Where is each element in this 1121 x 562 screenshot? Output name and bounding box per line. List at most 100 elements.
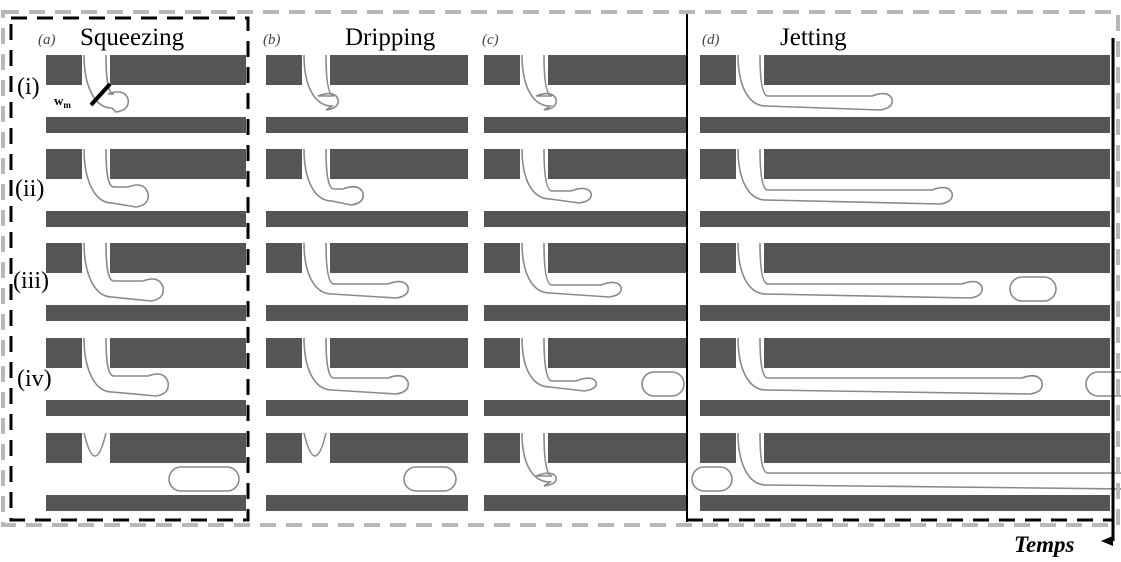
upper-wall-right bbox=[548, 338, 686, 368]
fluid-interface bbox=[83, 148, 150, 208]
upper-wall-right bbox=[110, 243, 246, 273]
lower-wall bbox=[700, 117, 1110, 133]
upper-wall-left bbox=[266, 55, 302, 85]
fluid-interface bbox=[303, 432, 327, 457]
lower-wall bbox=[484, 400, 686, 416]
upper-wall-right bbox=[548, 433, 686, 463]
upper-wall-left bbox=[484, 149, 520, 179]
upper-wall-left bbox=[700, 149, 736, 179]
fluid-interface bbox=[521, 148, 593, 204]
fluid-interface bbox=[737, 54, 894, 111]
fluid-interface bbox=[83, 337, 170, 397]
upper-wall-left bbox=[266, 338, 302, 368]
lower-wall bbox=[266, 495, 468, 511]
upper-wall-left bbox=[484, 243, 520, 273]
row-label-iii: (iii) bbox=[13, 268, 49, 294]
fluid-interface bbox=[521, 54, 558, 111]
lower-wall bbox=[266, 305, 468, 321]
upper-wall-right bbox=[330, 433, 468, 463]
upper-wall-right bbox=[548, 149, 686, 179]
droplet bbox=[1085, 371, 1121, 397]
upper-wall-right bbox=[330, 243, 468, 273]
fluid-interface bbox=[521, 337, 598, 392]
upper-wall-right bbox=[330, 55, 468, 85]
fluid-interface bbox=[521, 242, 623, 298]
upper-wall-left bbox=[700, 338, 736, 368]
lower-wall bbox=[46, 117, 246, 133]
fluid-interface bbox=[83, 242, 165, 302]
fluid-interface bbox=[303, 337, 410, 395]
upper-wall-left bbox=[46, 243, 82, 273]
panel-b-letter: (b) bbox=[263, 32, 281, 48]
fluid-interface bbox=[737, 337, 1044, 395]
upper-wall-left bbox=[266, 433, 302, 463]
panel-a-title: Squeezing bbox=[80, 24, 185, 51]
upper-wall-left bbox=[700, 243, 736, 273]
upper-wall-left bbox=[46, 149, 82, 179]
droplet bbox=[691, 466, 733, 492]
upper-wall-right bbox=[764, 149, 1110, 179]
upper-wall-left bbox=[484, 55, 520, 85]
fluid-interface bbox=[737, 148, 954, 205]
upper-wall-left bbox=[700, 55, 736, 85]
upper-wall-right bbox=[764, 338, 1110, 368]
fluid-interface bbox=[737, 432, 1121, 490]
upper-wall-right bbox=[764, 433, 1110, 463]
upper-wall-left bbox=[484, 433, 520, 463]
upper-wall-right bbox=[110, 55, 246, 85]
panel-d-title: Jetting bbox=[780, 24, 847, 51]
upper-wall-left bbox=[266, 149, 302, 179]
row-label-iv: (iv) bbox=[17, 366, 52, 392]
upper-wall-right bbox=[110, 433, 246, 463]
upper-wall-right bbox=[548, 243, 686, 273]
panel-a-letter: (a) bbox=[38, 32, 56, 48]
fluid-interface bbox=[83, 432, 107, 457]
lower-wall bbox=[484, 495, 686, 511]
upper-wall-right bbox=[764, 243, 1110, 273]
upper-wall-left bbox=[46, 338, 82, 368]
panel-d-letter: (d) bbox=[702, 32, 720, 48]
lower-wall bbox=[484, 305, 686, 321]
simulation-frames bbox=[46, 54, 1121, 511]
time-label: Temps bbox=[1014, 532, 1075, 557]
upper-wall-right bbox=[110, 338, 246, 368]
droplet bbox=[168, 466, 240, 492]
fluid-interface bbox=[303, 242, 410, 299]
lower-wall bbox=[484, 117, 686, 133]
outer-dashed-frame bbox=[1, 10, 1120, 527]
channel-width-label: wm bbox=[54, 93, 71, 110]
upper-wall-left bbox=[46, 55, 82, 85]
lower-wall bbox=[700, 305, 1110, 321]
droplet bbox=[1009, 276, 1057, 302]
lower-wall bbox=[46, 211, 246, 227]
fluid-interface bbox=[303, 54, 340, 111]
upper-wall-right bbox=[330, 338, 468, 368]
panel-c-letter: (c) bbox=[482, 32, 499, 48]
droplet bbox=[403, 466, 457, 492]
lower-wall bbox=[46, 305, 246, 321]
lower-wall bbox=[700, 495, 1110, 511]
lower-wall bbox=[266, 400, 468, 416]
row-label-ii: (ii) bbox=[15, 176, 44, 202]
upper-wall-right bbox=[110, 149, 246, 179]
upper-wall-left bbox=[46, 433, 82, 463]
lower-wall bbox=[46, 400, 246, 416]
upper-wall-left bbox=[700, 433, 736, 463]
row-label-i: (i) bbox=[17, 74, 40, 100]
lower-wall bbox=[266, 117, 468, 133]
upper-wall-left bbox=[266, 243, 302, 273]
lower-wall bbox=[484, 211, 686, 227]
lower-wall bbox=[46, 495, 246, 511]
channel-width-marker bbox=[89, 82, 112, 107]
lower-wall bbox=[700, 211, 1110, 227]
upper-wall-right bbox=[330, 149, 468, 179]
upper-wall-right bbox=[548, 55, 686, 85]
upper-wall-left bbox=[484, 338, 520, 368]
lower-wall bbox=[266, 211, 468, 227]
lower-wall bbox=[700, 400, 1110, 416]
fluid-interface bbox=[521, 432, 558, 487]
panel-b-title: Dripping bbox=[345, 24, 436, 51]
fluid-interface bbox=[737, 242, 984, 299]
squeezing-dashed-frame bbox=[9, 16, 250, 522]
